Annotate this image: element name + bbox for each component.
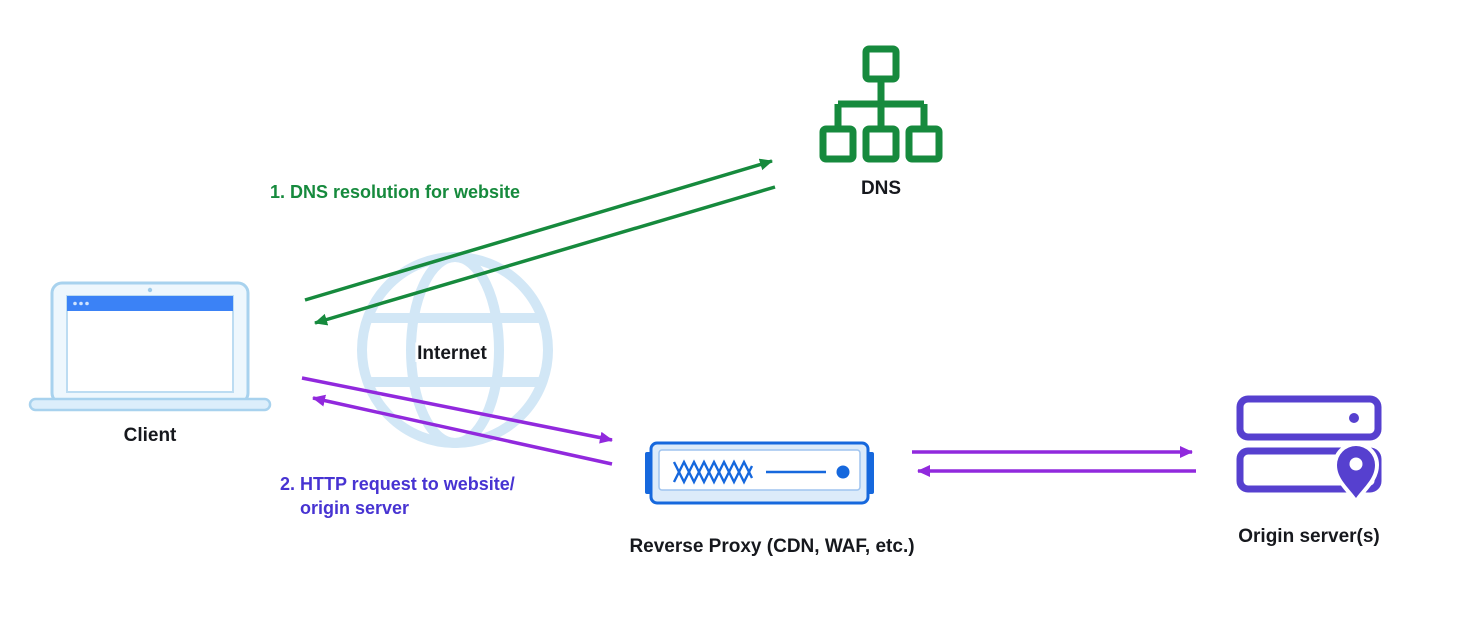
step2-annotation-line1: 2. HTTP request to website/ (280, 474, 515, 494)
proxy-hatch-pattern (672, 459, 754, 485)
step2-annotation-line2: origin server (300, 498, 409, 518)
edge-client-dns (304, 158, 776, 326)
client-laptop-icon (28, 281, 272, 412)
step1-annotation: 1. DNS resolution for website (270, 182, 520, 202)
reverse-proxy-label: Reverse Proxy (CDN, WAF, etc.) (629, 536, 914, 557)
internet-label: Internet (417, 343, 487, 364)
proxy-hatch-pattern (672, 459, 754, 485)
client-label: Client (124, 425, 177, 446)
arrow-dns-to-client (314, 185, 776, 326)
arrow-client-to-dns (304, 158, 773, 302)
edge-proxy-origin (912, 446, 1196, 477)
dns-icon (819, 45, 943, 163)
arrow-client-to-proxy (301, 376, 613, 444)
location-pin-icon (1332, 442, 1380, 505)
origin-servers-icon (1236, 395, 1382, 505)
dns-label: DNS (861, 178, 901, 199)
edge-client-proxy (301, 376, 613, 466)
reverse-proxy-icon (645, 441, 874, 505)
arrow-proxy-to-client (312, 394, 613, 466)
origin-label: Origin server(s) (1238, 526, 1380, 547)
